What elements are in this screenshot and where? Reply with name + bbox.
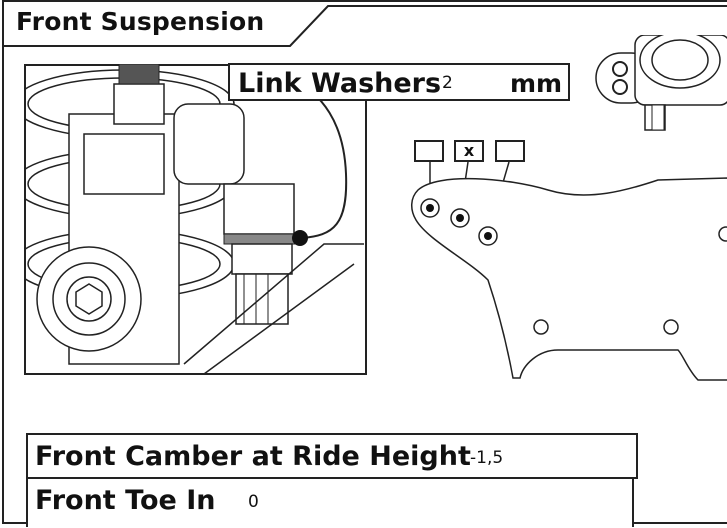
front-camber-label: Front Camber at Ride Height	[35, 441, 471, 472]
upright-illustration	[595, 35, 727, 131]
mount-option-1-box[interactable]	[414, 140, 444, 162]
suspension-illustration	[24, 64, 367, 375]
front-camber-value[interactable]: -1,5	[470, 448, 504, 468]
title-tab-outline	[2, 5, 727, 47]
link-washer-highlight	[223, 233, 300, 245]
mount-holes	[420, 198, 498, 246]
front-toe-row: Front Toe In 0	[26, 477, 634, 527]
link-washers-unit: mm	[510, 69, 563, 98]
front-toe-value[interactable]: 0	[248, 492, 259, 512]
mount-option-2-box[interactable]: x	[454, 140, 484, 162]
front-toe-label: Front Toe In	[35, 485, 216, 516]
link-washers-box: Link Washers 2 mm	[228, 63, 570, 101]
link-washers-value[interactable]: 2	[442, 73, 453, 93]
chassis-plate-illustration	[411, 161, 727, 381]
mount-option-3-box[interactable]	[495, 140, 525, 162]
link-washers-label: Link Washers	[238, 68, 442, 99]
section-title: Front Suspension	[16, 7, 265, 36]
front-camber-row: Front Camber at Ride Height -1,5	[26, 433, 638, 479]
